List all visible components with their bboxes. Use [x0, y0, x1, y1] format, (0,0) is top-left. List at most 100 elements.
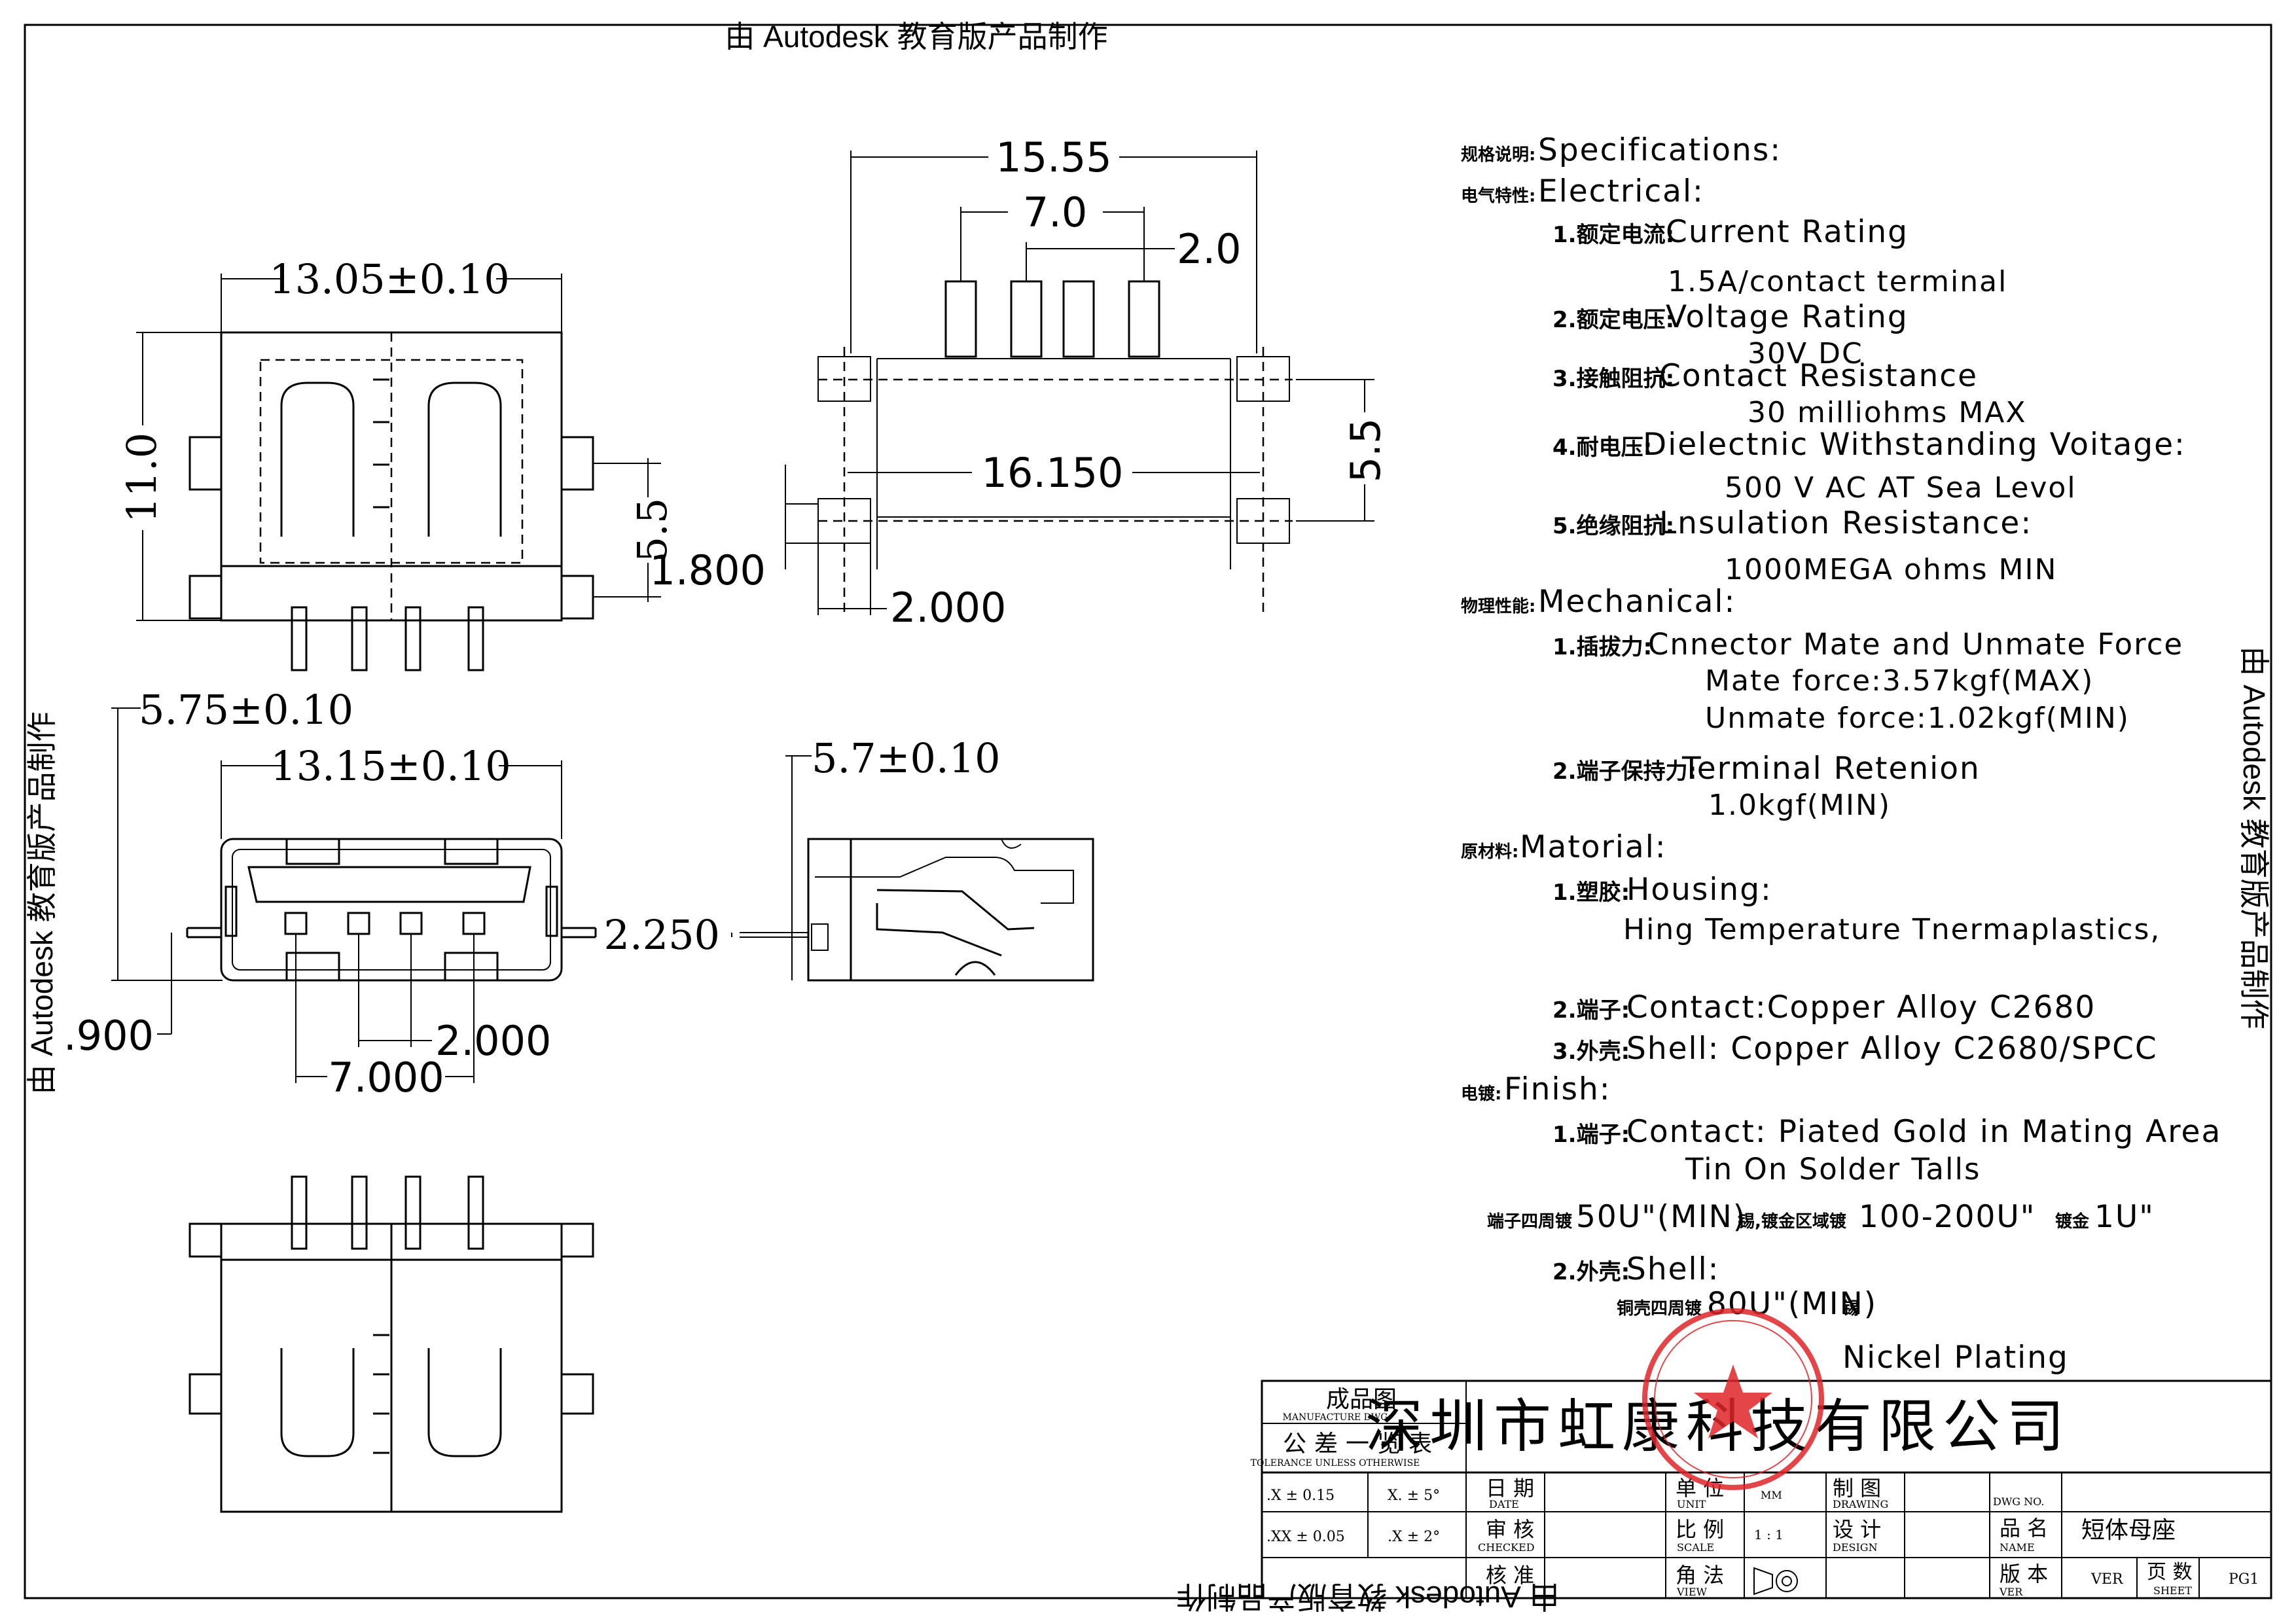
tb-sheet-en: SHEET [2153, 1584, 2192, 1597]
dim-front-2-000: 2.000 [435, 1017, 552, 1065]
spec-en: 30 milliohms MAX [1748, 396, 2027, 429]
spec-en: Finish: [1504, 1071, 1611, 1107]
tb-name-en: NAME [2000, 1541, 2035, 1554]
dim-top-height: 11.0 [118, 433, 166, 523]
specifications: 规格说明: Specifications: 电气特性: Electrical: … [1461, 132, 2221, 1376]
spec-cn: 物理性能: [1461, 596, 1535, 616]
projection-icon [1753, 1567, 1798, 1596]
dim-top-5-5: 5.5 [628, 498, 676, 563]
tb-approve-cn: 核 准 [1486, 1563, 1534, 1588]
spec-en: 500 V AC AT Sea Levol [1725, 471, 2077, 505]
spec-cn: 镀金 [2055, 1211, 2090, 1232]
tb-tol-en: TOLERANCE UNLESS OTHERWISE [1251, 1458, 1420, 1469]
spec-en: Voltage Rating [1666, 299, 1909, 335]
spec-en: 50U"(MIN) [1576, 1199, 1746, 1235]
tb-tol-xx: .XX ± 0.05 [1266, 1529, 1345, 1545]
front-view: 5.75±0.10 13.15±0.10 .900 2.000 7.000 [63, 686, 597, 1101]
tb-view-cn: 角 法 [1676, 1563, 1724, 1588]
spec-cn: 1.插拔力: [1552, 634, 1652, 660]
spec-en: Current Rating [1666, 214, 1909, 250]
dim-top-width: 13.05±0.10 [269, 255, 510, 303]
top-view: 13.05±0.10 11.0 5.5 [118, 255, 676, 671]
spec-cn: 电气特性: [1461, 186, 1535, 206]
spec-en: Shell: [1626, 1251, 1720, 1287]
spec-en: Hing Temperature Tnermaplastics, [1623, 913, 2161, 946]
dim-side-2-000: 2.000 [890, 584, 1007, 632]
spec-en: Mechanical: [1538, 584, 1736, 620]
tb-ver-en: VER [1999, 1586, 2023, 1598]
tb-tol-cn: 公差一览表 [1283, 1431, 1440, 1457]
spec-cn: 2.外壳: [1552, 1259, 1630, 1285]
dim-side-1-800: 1.800 [650, 546, 766, 594]
dim-front-900: .900 [63, 1012, 154, 1060]
spec-en: Nickel Plating [1842, 1340, 2069, 1376]
dim-end-height: 5.7±0.10 [812, 734, 1001, 782]
spec-en: Cnnector Mate and Unmate Force [1648, 627, 2183, 662]
spec-en: Lnsulation Resistance: [1659, 505, 2032, 541]
spec-cn: 3.外壳: [1552, 1039, 1630, 1065]
tb-unit-en: UNIT [1677, 1498, 1706, 1510]
sheet-border [24, 24, 2272, 1599]
spec-cn: 1.额定电流: [1552, 222, 1674, 248]
tb-tol-xxang: .X ± 2° [1388, 1529, 1440, 1545]
spec-cn: 电镀: [1461, 1084, 1501, 1104]
watermark-top: 由 Autodesk 教育版产品制作 [725, 20, 1107, 54]
spec-cn: 1.端子: [1552, 1122, 1630, 1148]
tb-drawing-cn: 制 图 [1833, 1476, 1881, 1501]
spec-cn: 3.接触阻抗: [1552, 366, 1674, 392]
spec-en: 80U"(MIN) [1707, 1286, 1877, 1322]
bottom-view [188, 1175, 594, 1513]
spec-en: 1.5A/contact terminal [1668, 265, 2007, 298]
spec-en: Contact: Piated Gold in Mating Area [1626, 1114, 2221, 1150]
spec-en: 1U" [2094, 1199, 2155, 1235]
tb-name-val: 短体母座 [2081, 1517, 2176, 1544]
dim-side-16-150: 16.150 [982, 449, 1124, 497]
tb-design-cn: 设 计 [1833, 1517, 1881, 1542]
tb-sheet-cn: 页 数 [2147, 1561, 2193, 1584]
tb-scale-en: SCALE [1677, 1541, 1714, 1554]
spec-en: Housing: [1626, 872, 1772, 908]
tb-dwgno-en: DWG NO. [1993, 1495, 2044, 1508]
tb-sheet-val: PG1 [2229, 1571, 2259, 1588]
spec-cn: 5.绝缘阻抗: [1552, 513, 1674, 539]
spec-en: Unmate force:1.02kgf(MIN) [1705, 702, 2130, 735]
spec-en: Dielectnic Withstanding Voitage: [1643, 427, 2186, 463]
spec-en: Matorial: [1520, 829, 1667, 865]
tb-tol-x: .X ± 0.15 [1266, 1488, 1335, 1504]
tb-scale-cn: 比 例 [1676, 1517, 1724, 1542]
tb-mfg-dwg-cn: 成品图 [1326, 1386, 1397, 1413]
watermark-left: 由 Autodesk 教育版产品制作 [25, 711, 59, 1094]
dim-side-5-5: 5.5 [1342, 418, 1390, 483]
tb-mfg-dwg-en: MANUFACTURE DWG [1283, 1412, 1388, 1423]
title-block: 成品图 MANUFACTURE DWG 公差一览表 TOLERANCE UNLE… [1251, 1380, 2272, 1599]
spec-cn: 铜壳四周镀 [1617, 1298, 1702, 1319]
spec-en: 100-200U" [1859, 1199, 2036, 1235]
spec-cn: 1.塑胶: [1552, 880, 1630, 906]
spec-cn: 规格说明: [1461, 145, 1535, 165]
tb-drawing-en: DRAWING [1833, 1498, 1888, 1510]
dim-front-7-000: 7.000 [328, 1054, 444, 1101]
tb-date-cn: 日 期 [1486, 1476, 1534, 1501]
tb-unit-val: MM [1761, 1489, 1782, 1501]
tb-view-en: VIEW [1676, 1586, 1708, 1598]
tb-checked-cn: 审 核 [1486, 1517, 1534, 1542]
spec-en: Contact:Copper Alloy C2680 [1626, 990, 2096, 1026]
spec-cn: 2.端子保持力: [1552, 758, 1696, 785]
spec-cn: 锡,镀金区域镀 [1738, 1211, 1847, 1232]
watermark-right: 由 Autodesk 教育版产品制作 [2237, 646, 2271, 1029]
spec-en: Shell: Copper Alloy C2680/SPCC [1626, 1031, 2158, 1067]
spec-en: 1000MEGA ohms MIN [1725, 553, 2057, 586]
spec-en: Specifications: [1538, 132, 1782, 168]
spec-en: Mate force:3.57kgf(MAX) [1705, 664, 2094, 698]
dim-front-width: 13.15±0.10 [270, 742, 511, 790]
dim-end-2-250: 2.250 [604, 911, 721, 959]
spec-cn: 原材料: [1461, 842, 1518, 862]
tb-ver-val: VER [2090, 1571, 2124, 1588]
tb-scale-val: 1 : 1 [1754, 1527, 1784, 1543]
spec-en: Tin On Solder Talls [1685, 1152, 1981, 1186]
footprint-view: 15.55 7.0 2.0 16.150 5.5 1.800 2.000 [650, 134, 1390, 632]
spec-cn: 4.耐电压: [1552, 435, 1652, 461]
tb-name-cn: 品 名 [2000, 1516, 2048, 1541]
